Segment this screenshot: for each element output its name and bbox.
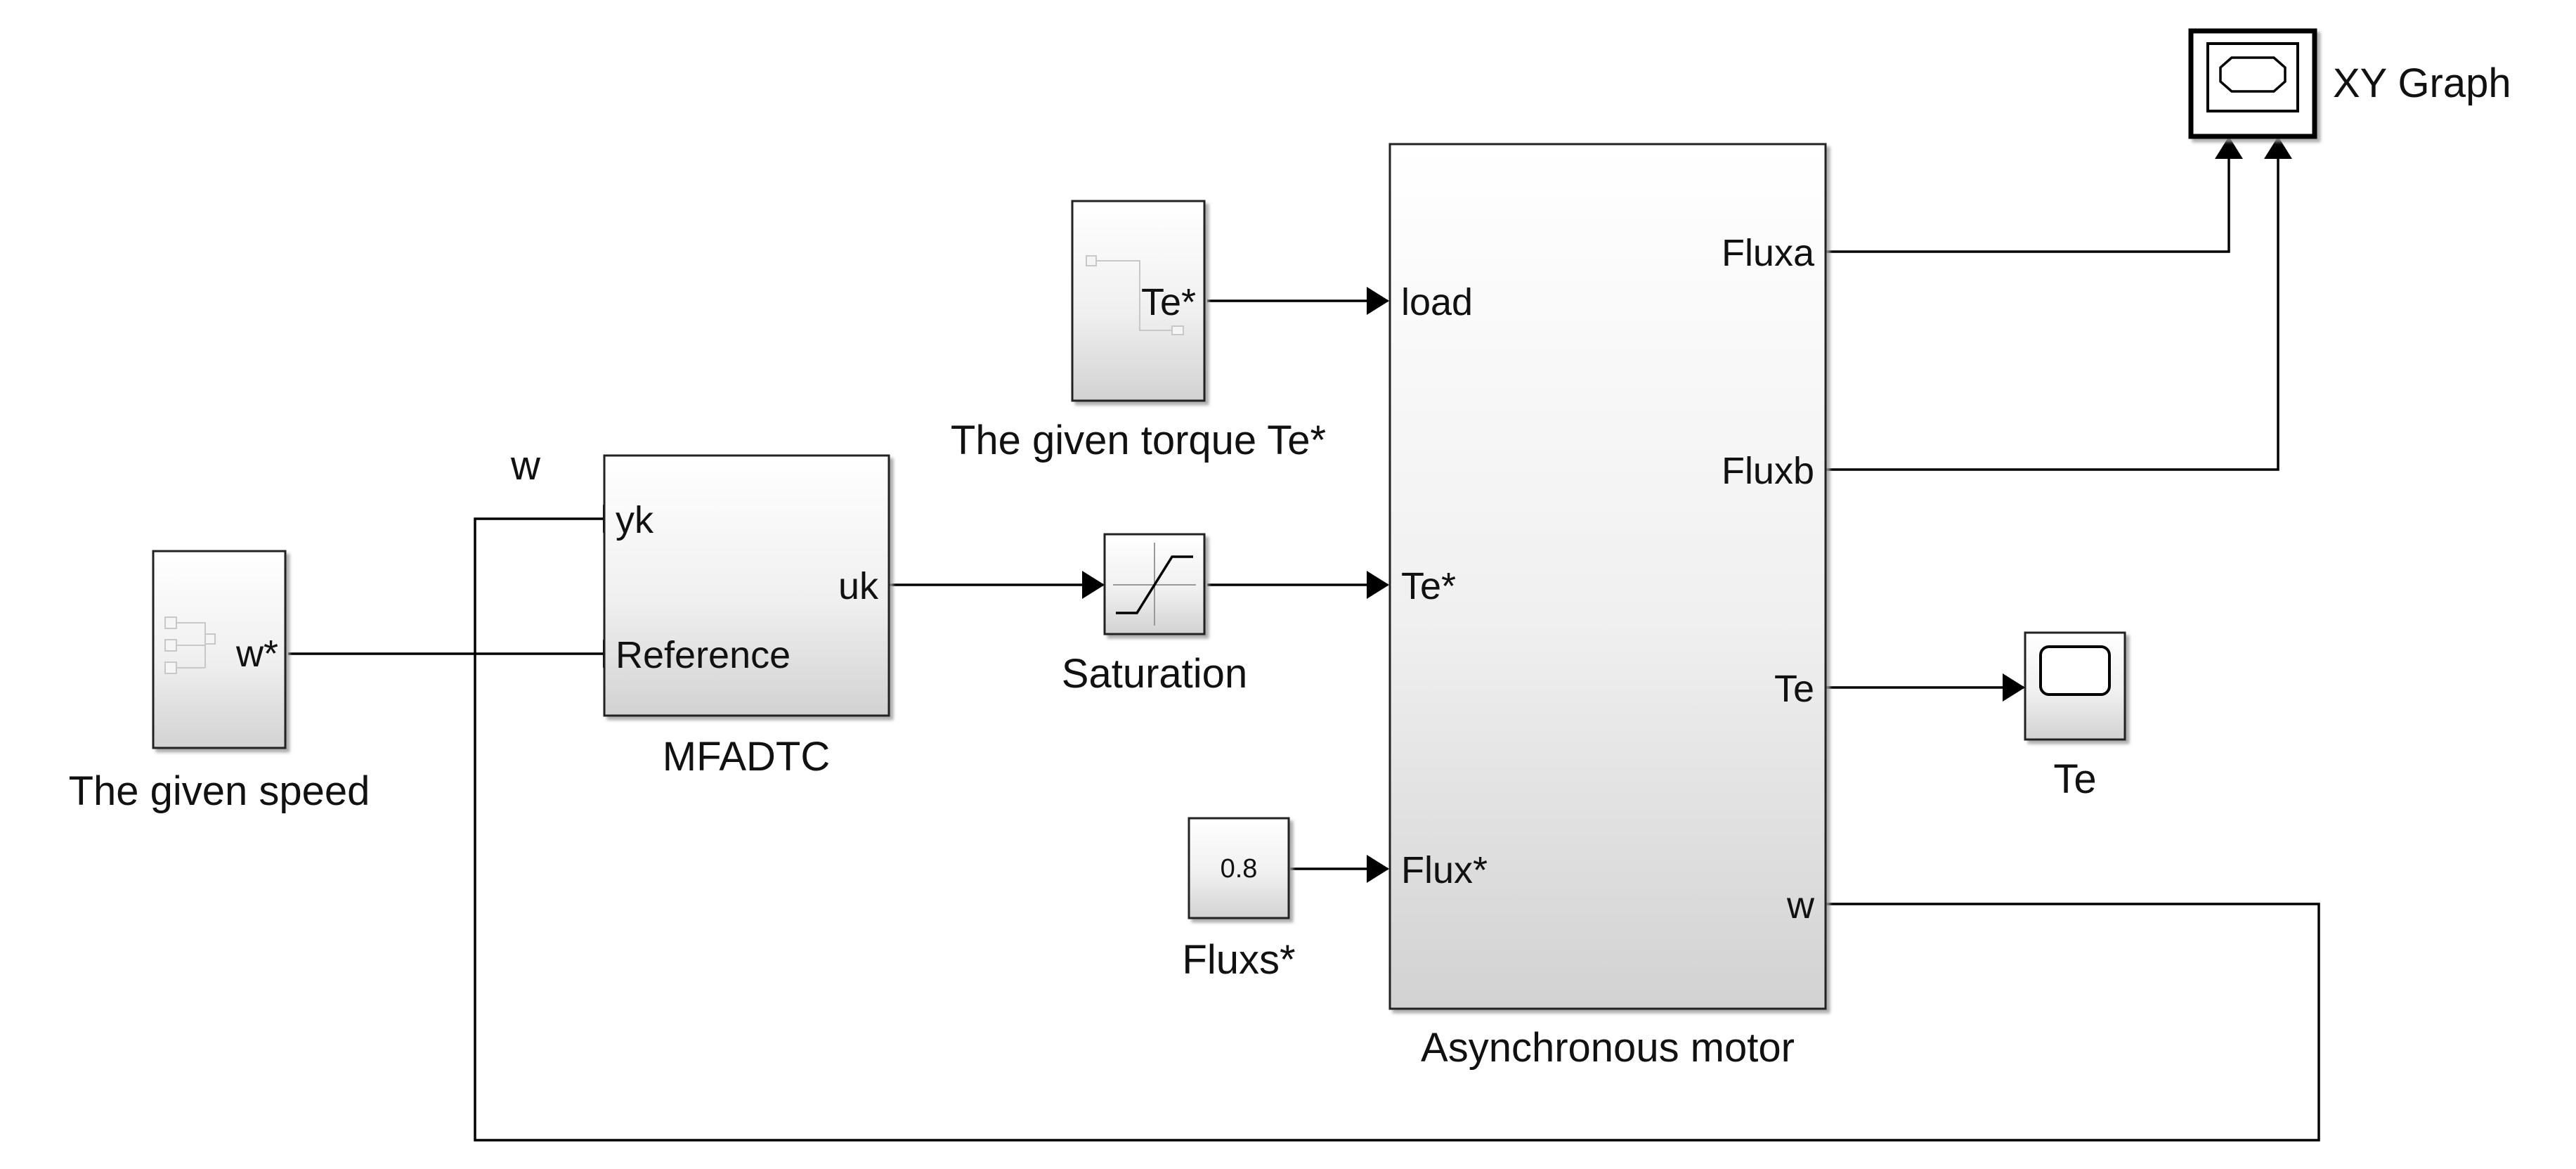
flux-constant-label: Fluxs*	[1182, 937, 1295, 983]
port-label-w-star: w*	[235, 633, 278, 675]
wire-w-feedback[interactable]	[474, 517, 2320, 1142]
flux-constant-block[interactable]: 0.8	[1188, 817, 1290, 919]
arrowhead	[2264, 136, 2292, 159]
wire-fluxb-to-xy[interactable]	[1826, 136, 2279, 471]
wire-fluxa-to-xy[interactable]	[1826, 136, 2230, 253]
port-label-yk: yk	[616, 499, 654, 541]
given-speed-label: The given speed	[69, 768, 370, 814]
subsystem-icon	[1086, 255, 1184, 335]
feedback-signal-label: w	[510, 443, 541, 489]
xy-graph-label: XY Graph	[2333, 60, 2511, 106]
arrowhead	[1367, 571, 1389, 599]
mfadtc-block[interactable]: yk Reference uk	[603, 454, 890, 717]
port-label-fluxa: Fluxa	[1722, 232, 1815, 274]
subsystem-icon	[164, 616, 216, 674]
xy-graph-icon	[2206, 42, 2299, 112]
port-label-flux-in: Flux*	[1401, 849, 1488, 891]
motor-label: Asynchronous motor	[1421, 1025, 1795, 1071]
port-label-w-out: w	[1786, 884, 1815, 926]
port-label-uk: uk	[838, 565, 879, 607]
given-torque-label: The given torque Te*	[951, 418, 1326, 463]
saturation-block[interactable]	[1103, 533, 1206, 635]
mfadtc-label: MFADTC	[663, 734, 830, 780]
port-label-te-out: Te	[1774, 668, 1814, 710]
constant-value: 0.8	[1221, 854, 1258, 884]
asynchronous-motor-block[interactable]: load Te* Flux* Fluxa Fluxb Te w	[1388, 143, 1827, 1010]
signal-lines	[288, 136, 2320, 1142]
saturation-label: Saturation	[1062, 651, 1247, 697]
arrowhead	[2003, 673, 2025, 702]
given-speed-block[interactable]: w*	[152, 550, 287, 749]
port-label-load: load	[1401, 281, 1473, 323]
arrowhead	[1082, 571, 1105, 599]
te-scope-block[interactable]	[2024, 631, 2126, 741]
port-label-fluxb: Fluxb	[1722, 450, 1814, 492]
te-scope-label: Te	[2053, 756, 2096, 802]
scope-screen-icon	[2039, 645, 2111, 696]
port-label-torque-out: Te*	[1141, 281, 1196, 323]
arrowhead	[1367, 287, 1389, 315]
port-label-te-in: Te*	[1401, 565, 1456, 607]
port-label-reference: Reference	[616, 634, 791, 676]
given-torque-block[interactable]: Te*	[1071, 200, 1206, 402]
saturation-curve-icon	[1113, 543, 1196, 626]
arrowhead	[1367, 855, 1389, 883]
xy-graph-block[interactable]	[2188, 28, 2317, 139]
arrowhead	[2215, 136, 2243, 159]
